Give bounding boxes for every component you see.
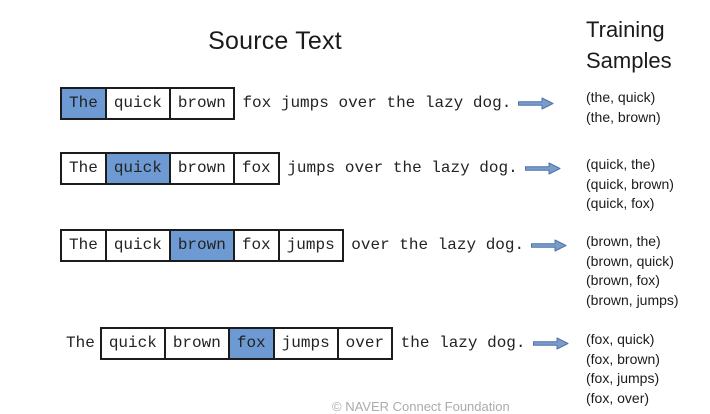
center-word-box: brown	[168, 228, 235, 262]
training-sample-pair: (brown, the)	[586, 233, 661, 249]
training-sample-pair: (brown, fox)	[586, 272, 660, 288]
right-arrow-icon	[532, 337, 568, 349]
context-word-box: brown	[163, 326, 230, 360]
training-sample-pair: (quick, fox)	[586, 195, 655, 211]
training-sample-pair: (fox, jumps)	[586, 370, 660, 386]
context-word-box: quick	[104, 86, 171, 120]
plain-text-segment: jumps over the lazy dog.	[277, 159, 518, 177]
context-word-box: over	[336, 326, 394, 360]
training-sample-pair: (fox, brown)	[586, 350, 660, 367]
context-word-box: The	[60, 151, 107, 185]
context-word-box: jumps	[277, 228, 344, 262]
context-word-box: quick	[99, 326, 166, 360]
right-arrow-icon	[524, 162, 561, 174]
training-samples-title-line1: Training	[586, 17, 665, 42]
training-sample-pair: (fox, quick)	[586, 331, 655, 347]
training-sample-pair: (brown, quick)	[586, 252, 674, 269]
training-sample-pair: (brown, jumps)	[586, 291, 679, 308]
training-samples-list-2: (quick, the) (quick, brown) (quick, fox)	[586, 155, 674, 214]
training-samples-list-1: (the, quick) (the, brown)	[586, 88, 661, 127]
training-samples-title: Training Samples	[586, 14, 672, 76]
training-sample-pair: (quick, the)	[586, 156, 656, 172]
training-samples-list-4: (fox, quick) (fox, brown) (fox, jumps) (fox…	[586, 330, 660, 408]
context-word-box: quick	[104, 228, 171, 262]
training-sample-pair: (quick, brown)	[586, 175, 674, 192]
context-word-box: The	[60, 228, 107, 262]
right-arrow-icon	[518, 97, 554, 109]
training-sample-pair: (fox, over)	[586, 389, 650, 406]
context-word-box: jumps	[272, 326, 339, 360]
center-word-box: fox	[227, 326, 275, 360]
context-word-box: brown	[168, 86, 235, 120]
center-word-box: quick	[104, 151, 171, 185]
copyright-footer: © NAVER Connect Foundation	[332, 399, 510, 414]
plain-text-segment: the lazy dog.	[391, 334, 526, 352]
plain-text-segment: The	[66, 334, 95, 352]
training-samples-list-3: (brown, the) (brown, quick) (brown, fox) (b…	[586, 232, 679, 310]
plain-text-segment: over the lazy dog.	[341, 236, 525, 254]
context-word-box: brown	[168, 151, 235, 185]
training-sample-pair: (the, brown)	[586, 108, 661, 125]
source-text-title: Source Text	[208, 27, 342, 55]
plain-text-segment: fox jumps over the lazy dog.	[232, 94, 512, 112]
training-sample-pair: (the, quick)	[586, 89, 656, 105]
training-samples-title-line2: Samples	[586, 48, 672, 73]
right-arrow-icon	[531, 239, 567, 251]
context-word-box: fox	[232, 151, 280, 185]
center-word-box: The	[60, 86, 107, 120]
context-word-box: fox	[232, 228, 280, 262]
